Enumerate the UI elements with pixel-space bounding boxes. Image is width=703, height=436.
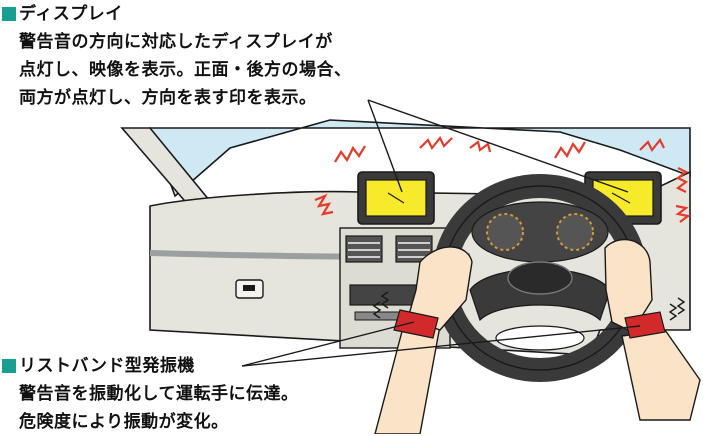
zigzag-alert-icon	[419, 135, 453, 151]
display-callout-heading-row: ディスプレイ	[2, 0, 352, 28]
leader-line-display-left	[367, 99, 403, 193]
wristband-callout-line: 警告音を振動化して運転手に伝達。	[19, 384, 299, 404]
gauge-left	[486, 213, 524, 251]
wristband-callout-heading-row: リストバンド型発振機	[2, 352, 299, 380]
wristband-left	[393, 309, 439, 339]
square-marker-icon	[2, 7, 16, 21]
display-callout-line: 警告音の方向に対応したディスプレイが	[19, 32, 333, 52]
zigzag-alert-icon	[554, 141, 586, 159]
display-center	[357, 171, 435, 225]
display-callout-line: 点灯し、映像を表示。正面・後方の場合、	[19, 60, 352, 80]
display-callout: ディスプレイ 警告音の方向に対応したディスプレイが 点灯し、映像を表示。正面・後…	[2, 0, 352, 112]
wristband-right	[624, 311, 666, 339]
display-callout-heading: ディスプレイ	[19, 4, 123, 24]
right-arm	[604, 238, 701, 421]
right-hand	[604, 238, 653, 333]
zigzag-alert-icon	[314, 193, 334, 216]
display-callout-line: 両方が点灯し、方向を表す印を表示。	[19, 88, 317, 108]
leader-line-display-right	[367, 99, 629, 193]
wristband-callout: リストバンド型発振機 警告音を振動化して運転手に伝達。 危険度により振動が変化。	[2, 352, 299, 436]
vibration-wave-icon	[380, 291, 390, 309]
zigzag-alert-icon	[469, 140, 492, 153]
zigzag-alert-icon	[639, 137, 665, 153]
vibration-wave-icon	[372, 301, 382, 319]
square-marker-icon	[2, 359, 16, 373]
vibration-wave-icon	[676, 297, 686, 315]
zigzag-alert-icon	[675, 204, 691, 223]
gauge-right	[556, 213, 594, 251]
leader-line-band-left	[241, 321, 415, 367]
wheel-lower-grip	[495, 325, 585, 351]
glovebox-latch-slot	[243, 285, 255, 291]
leader-line-band-right	[241, 325, 641, 367]
wristband-callout-line: 危険度により振動が変化。	[19, 412, 229, 432]
zigzag-alert-icon	[334, 145, 366, 163]
vibration-wave-icon	[668, 303, 678, 321]
zigzag-alert-icon	[675, 167, 689, 193]
air-vent-left	[345, 235, 383, 263]
left-arm	[374, 246, 473, 434]
horn-pad	[507, 261, 573, 295]
wristband-callout-heading: リストバンド型発振機	[19, 356, 195, 376]
